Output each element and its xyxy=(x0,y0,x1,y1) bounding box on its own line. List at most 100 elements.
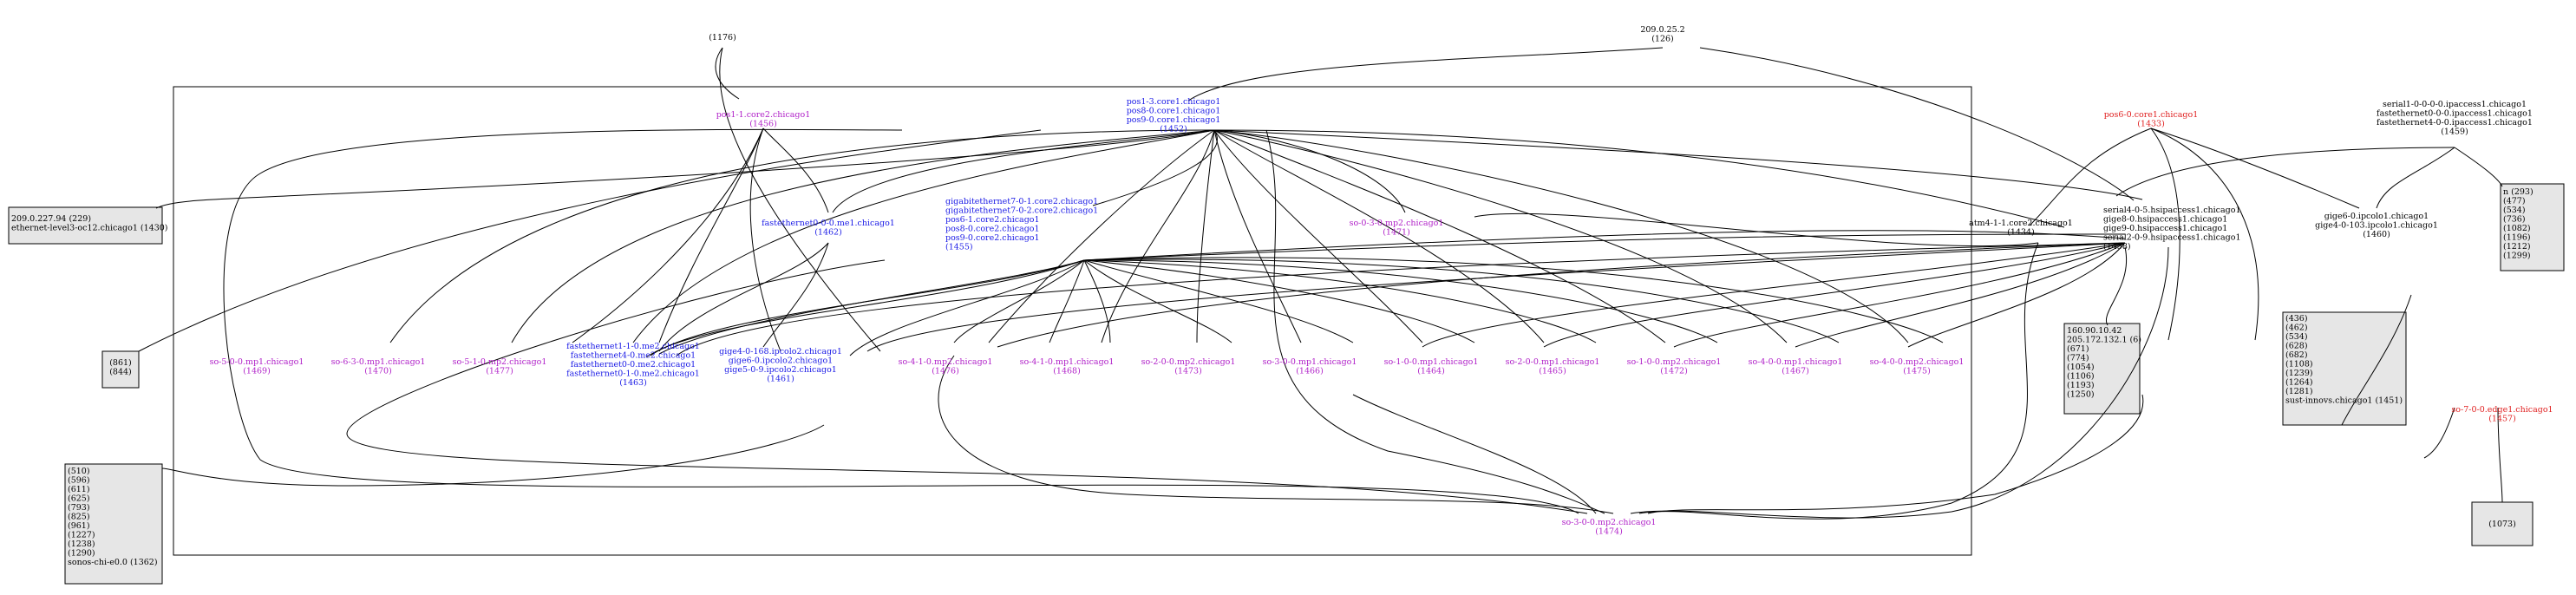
box-sust-innovs xyxy=(2282,311,2407,426)
label-line: so-7-0-0.edge1.chicago1 xyxy=(2451,405,2553,415)
node-label: fastethernet0-0-0.me1.chicago1(1462) xyxy=(762,219,895,238)
label-line: gige6-0.ipcolo2.chicago1 xyxy=(729,356,833,366)
node-so-5-0-0-mp1[interactable]: so-5-0-0.mp1.chicago1(1469) xyxy=(210,357,304,376)
node-label: atm4-1-1.core2.chicago1(1434) xyxy=(1969,219,2073,238)
label-line: gigabitethernet7-0-1.core2.chicago1 xyxy=(945,197,1098,206)
node-209-0-25-2[interactable]: 209.0.25.2(126) xyxy=(1640,25,1684,44)
node-so-2-0-0-mp1[interactable]: so-2-0-0.mp1.chicago1(1465) xyxy=(1506,357,1600,376)
label-line: (1475) xyxy=(1903,367,1931,376)
label-line: (1106) xyxy=(2067,372,2095,382)
node-label: so-4-0-0.mp2.chicago1(1475) xyxy=(1870,357,1965,376)
label-line: so-5-1-0.mp2.chicago1 xyxy=(453,357,547,367)
node-atm4-core2[interactable]: atm4-1-1.core2.chicago1(1434) xyxy=(1969,219,2073,238)
node-1176[interactable]: (1176) xyxy=(709,33,736,42)
node-so-0-3-0-mp2[interactable]: so-0-3-0.mp2.chicago1(1471) xyxy=(1350,219,1444,238)
label-line: (1467) xyxy=(1782,367,1809,376)
label-line: ethernet-level3-oc12.chicago1 (1430) xyxy=(11,224,168,233)
box-861-label: (861)(844) xyxy=(109,358,132,377)
label-line: fastethernet0-1-0.me2.chicago1 xyxy=(566,369,700,379)
label-line: (774) xyxy=(2067,354,2089,363)
label-line: gige4-0-168.ipcolo2.chicago1 xyxy=(719,347,842,356)
label-line: (1471) xyxy=(1383,228,1410,238)
label-line: pos6-1.core2.chicago1 xyxy=(945,215,1040,225)
node-label: so-6-3-0.mp1.chicago1(1470) xyxy=(331,357,426,376)
node-so-4-0-0-mp1[interactable]: so-4-0-0.mp1.chicago1(1467) xyxy=(1749,357,1843,376)
label-line: n (293) xyxy=(2503,187,2534,197)
label-line: (1463) xyxy=(619,378,647,388)
node-pos1-1-core2[interactable]: pos1-1.core2.chicago1(1456) xyxy=(716,110,811,129)
cluster-frame xyxy=(173,86,1972,556)
label-line: fastethernet0-0-0.me1.chicago1 xyxy=(762,219,895,228)
node-so-1-0-0-mp2[interactable]: so-1-0-0.mp2.chicago1(1472) xyxy=(1627,357,1722,376)
node-so-4-1-0-mp2[interactable]: so-4-1-0.mp2.chicago1(1476) xyxy=(899,357,993,376)
label-line: (1477) xyxy=(486,367,513,376)
node-label: so-2-0-0.mp2.chicago1(1473) xyxy=(1141,357,1236,376)
node-label: pos1-1.core2.chicago1(1456) xyxy=(716,110,811,129)
box-160 xyxy=(2063,323,2141,415)
node-so-5-1-0-mp2[interactable]: so-5-1-0.mp2.chicago1(1477) xyxy=(453,357,547,376)
node-so-1-0-0-mp1[interactable]: so-1-0-0.mp1.chicago1(1464) xyxy=(1384,357,1479,376)
label-line: (1456) xyxy=(749,120,777,129)
node-label: (861)(844) xyxy=(109,358,132,377)
box-sonos xyxy=(64,463,163,585)
label-line: so-4-0-0.mp2.chicago1 xyxy=(1870,357,1965,367)
label-line: 209.0.25.2 xyxy=(1640,25,1684,35)
label-line: gige6-0.ipcolo1.chicago1 xyxy=(2324,212,2429,221)
label-line: so-3-0-0.mp1.chicago1 xyxy=(1263,357,1357,367)
label-line: (625) xyxy=(68,494,90,504)
edges xyxy=(138,47,2503,520)
node-so-6-3-0-mp1[interactable]: so-6-3-0.mp1.chicago1(1470) xyxy=(331,357,426,376)
node-so-7-0-0-edge1[interactable]: so-7-0-0.edge1.chicago1(1457) xyxy=(2451,405,2553,424)
node-so-2-0-0-mp2[interactable]: so-2-0-0.mp2.chicago1(1473) xyxy=(1141,357,1236,376)
node-label: (436)(462)(534)(628)(682)(1108)(1239)(12… xyxy=(2285,314,2403,406)
label-line: (1299) xyxy=(2503,252,2531,261)
node-so-4-1-0-mp1[interactable]: so-4-1-0.mp1.chicago1(1468) xyxy=(1020,357,1115,376)
label-line: so-6-3-0.mp1.chicago1 xyxy=(331,357,426,367)
box-ethernet-level3 xyxy=(8,206,163,245)
label-line: fastethernet1-1-0.me2.chicago1 xyxy=(566,342,700,351)
node-so-4-0-0-mp2[interactable]: so-4-0-0.mp2.chicago1(1475) xyxy=(1870,357,1965,376)
label-line: (1458) xyxy=(2103,242,2131,252)
node-label: so-3-0-0.mp1.chicago1(1466) xyxy=(1263,357,1357,376)
box-861 xyxy=(101,350,140,389)
label-line: pos9-0.core1.chicago1 xyxy=(1127,115,1221,125)
label-line: 205.172.132.1 (6) xyxy=(2067,336,2141,345)
label-line: so-4-1-0.mp2.chicago1 xyxy=(899,357,993,367)
node-fe-me2-1463[interactable]: fastethernet1-1-0.me2.chicago1 fastethern… xyxy=(566,342,700,388)
label-line: pos9-0.core2.chicago1 xyxy=(945,233,1040,243)
label-line: (1212) xyxy=(2503,242,2531,252)
node-label: 209.0.227.94 (229)ethernet-level3-oc12.c… xyxy=(11,214,168,233)
node-label: so-5-0-0.mp1.chicago1(1469) xyxy=(210,357,304,376)
node-so-3-0-0-mp1[interactable]: so-3-0-0.mp1.chicago1(1466) xyxy=(1263,357,1357,376)
label-line: (1250) xyxy=(2067,390,2095,400)
label-line: (1476) xyxy=(932,367,959,376)
label-line: (1176) xyxy=(709,33,736,42)
node-so-3-0-0-mp2[interactable]: so-3-0-0.mp2.chicago1(1474) xyxy=(1562,518,1657,537)
label-line: (1460) xyxy=(2363,230,2390,239)
label-line: (1433) xyxy=(2137,120,2165,129)
label-line: so-4-0-0.mp1.chicago1 xyxy=(1749,357,1843,367)
box-1073 xyxy=(2471,501,2534,546)
node-label: fastethernet1-1-0.me2.chicago1 fastethern… xyxy=(566,342,700,388)
label-line: so-3-0-0.mp2.chicago1 xyxy=(1562,518,1657,527)
label-line: (1281) xyxy=(2285,387,2313,396)
node-pos6-0-core1[interactable]: pos6-0.core1.chicago1(1433) xyxy=(2104,110,2199,129)
label-line: (1452) xyxy=(1160,125,1187,134)
label-line: so-1-0-0.mp2.chicago1 xyxy=(1627,357,1722,367)
label-line: (1473) xyxy=(1174,367,1202,376)
node-label: so-4-0-0.mp1.chicago1(1467) xyxy=(1749,357,1843,376)
label-line: (1239) xyxy=(2285,369,2313,378)
node-label: pos6-0.core1.chicago1(1433) xyxy=(2104,110,2199,129)
label-line: pos6-0.core1.chicago1 xyxy=(2104,110,2199,120)
node-fe-me1-1462[interactable]: fastethernet0-0-0.me1.chicago1(1462) xyxy=(762,219,895,238)
label-line: (1462) xyxy=(814,228,842,238)
